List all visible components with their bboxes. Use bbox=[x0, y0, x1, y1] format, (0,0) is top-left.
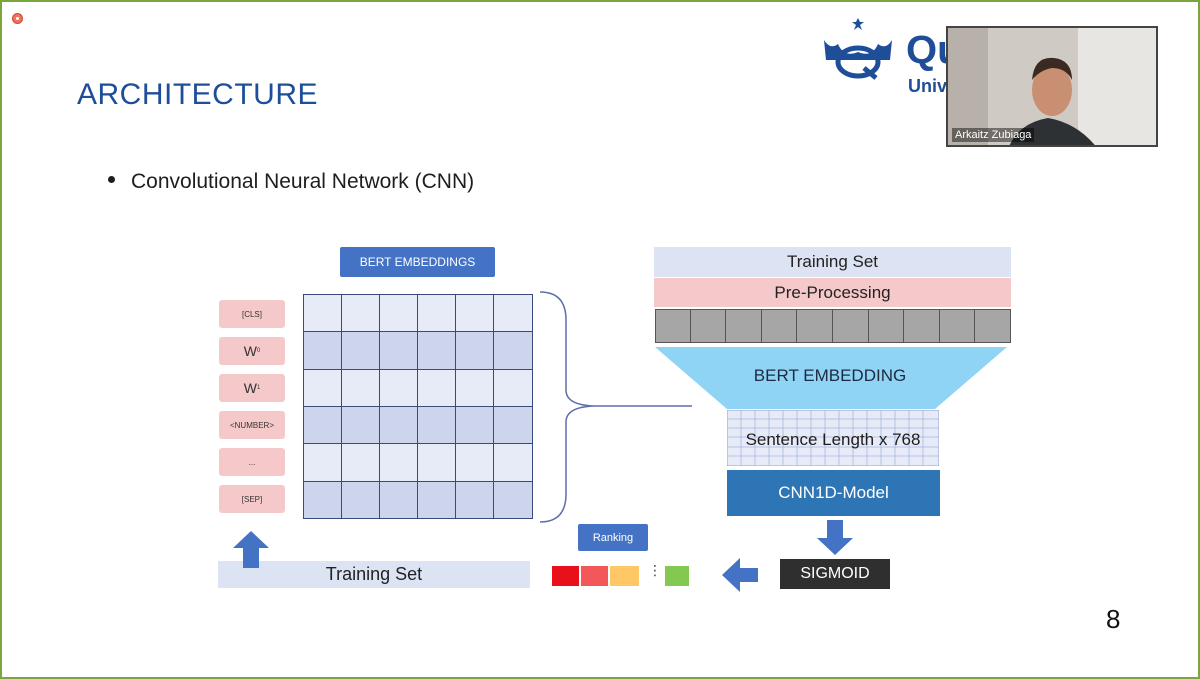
ranking-bar-green bbox=[665, 566, 689, 586]
webcam-video-icon bbox=[948, 28, 1156, 145]
bullet-item: Convolutional Neural Network (CNN) bbox=[108, 170, 474, 194]
embedding-cell bbox=[303, 405, 343, 445]
embedding-cell bbox=[455, 405, 495, 445]
token-number: <NUMBER> bbox=[219, 411, 285, 439]
token-segment bbox=[726, 309, 762, 343]
embedding-cell bbox=[493, 368, 533, 408]
embedding-cell bbox=[455, 294, 495, 333]
embedding-cell bbox=[341, 368, 381, 408]
token-segment bbox=[797, 309, 833, 343]
embedding-cell bbox=[303, 480, 343, 520]
token-text: [SEP] bbox=[241, 494, 263, 504]
embedding-cell bbox=[303, 331, 343, 371]
ranking-bar-lightred bbox=[581, 566, 608, 586]
embedding-cell bbox=[455, 331, 495, 371]
embedding-cell bbox=[417, 443, 457, 482]
logo-subtext: Unive bbox=[908, 76, 958, 96]
embedding-cell bbox=[455, 368, 495, 408]
token-segment bbox=[761, 309, 798, 343]
recording-indicator-icon bbox=[12, 13, 23, 24]
embedding-cell bbox=[417, 368, 457, 408]
embedding-cell bbox=[493, 480, 533, 520]
pre-processing-box: Pre-Processing bbox=[654, 278, 1011, 307]
ranking-dots: ⋮ bbox=[648, 562, 662, 578]
embedding-cell bbox=[379, 443, 419, 482]
bullet-dot-icon bbox=[108, 175, 115, 183]
page-number: 8 bbox=[1106, 604, 1121, 634]
embedding-cell bbox=[379, 405, 419, 445]
token-segment bbox=[833, 309, 869, 343]
embedding-cell bbox=[417, 331, 457, 371]
embedding-cell bbox=[341, 443, 381, 482]
embedding-cell bbox=[303, 368, 343, 408]
webcam-tile[interactable]: Arkaitz Zubiaga bbox=[946, 26, 1158, 147]
bert-embedding-label: BERT EMBEDDING bbox=[753, 366, 907, 385]
token-segment bbox=[690, 309, 727, 343]
embedding-cell bbox=[379, 368, 419, 408]
token-cls: [CLS] bbox=[219, 300, 285, 328]
embedding-cell bbox=[493, 405, 533, 445]
embedding-cell bbox=[341, 331, 381, 371]
token-text: W bbox=[243, 343, 257, 359]
embedding-cell bbox=[455, 480, 495, 520]
embedding-cell bbox=[417, 405, 457, 445]
embedding-cell bbox=[493, 331, 533, 371]
cnn-model-box: CNN1D-Model bbox=[727, 470, 940, 516]
brace-connector-icon bbox=[539, 291, 692, 523]
token-segment bbox=[975, 309, 1011, 343]
token-text: [CLS] bbox=[241, 309, 262, 319]
embedding-cell bbox=[493, 443, 533, 482]
embedding-cell bbox=[341, 480, 381, 520]
sigmoid-box: SIGMOID bbox=[780, 559, 890, 589]
crown-logo-icon bbox=[824, 18, 892, 80]
bert-embeddings-label: BERT EMBEDDINGS bbox=[340, 247, 495, 277]
sentence-length-label: Sentence Length x 768 bbox=[745, 430, 921, 449]
participant-name: Arkaitz Zubiaga bbox=[952, 128, 1035, 142]
embedding-cell bbox=[417, 294, 457, 333]
arrow-up-icon bbox=[233, 531, 269, 568]
ranking-label: Ranking bbox=[578, 524, 648, 551]
bert-funnel-icon bbox=[655, 347, 1007, 409]
token-text: W bbox=[243, 380, 257, 396]
token-subscript: 0 bbox=[256, 348, 261, 354]
token-segment bbox=[655, 309, 691, 343]
embedding-cell bbox=[493, 294, 533, 333]
token-segment bbox=[939, 309, 976, 343]
embedding-cell bbox=[341, 294, 381, 333]
token-subscript: 1 bbox=[256, 385, 261, 391]
token-text: ... bbox=[248, 457, 256, 467]
arrow-left-icon bbox=[722, 558, 758, 592]
university-logo: Qu Unive bbox=[818, 18, 958, 98]
embedding-cell bbox=[417, 480, 457, 520]
bullet-text: Convolutional Neural Network (CNN) bbox=[131, 170, 475, 193]
slide-title: ARCHITECTURE bbox=[77, 78, 319, 111]
embedding-cell bbox=[379, 480, 419, 520]
token-text: <NUMBER> bbox=[229, 420, 274, 430]
embedding-cell bbox=[455, 443, 495, 482]
ranking-bar-orange bbox=[610, 566, 639, 586]
training-set-header: Training Set bbox=[654, 247, 1011, 277]
ranking-bar-red bbox=[552, 566, 579, 586]
embedding-cell bbox=[303, 294, 343, 333]
embedding-cell bbox=[341, 405, 381, 445]
embedding-cell bbox=[303, 443, 343, 482]
embedding-cell bbox=[379, 331, 419, 371]
token-sep: [SEP] bbox=[219, 485, 285, 513]
token-segment bbox=[868, 309, 905, 343]
token-ellipsis: ... bbox=[219, 448, 285, 476]
sentence-length-grid-icon bbox=[727, 410, 939, 466]
arrow-down-icon bbox=[817, 520, 853, 555]
token-segment bbox=[904, 309, 940, 343]
embedding-cell bbox=[379, 294, 419, 333]
training-set-footer: Training Set bbox=[218, 561, 530, 588]
